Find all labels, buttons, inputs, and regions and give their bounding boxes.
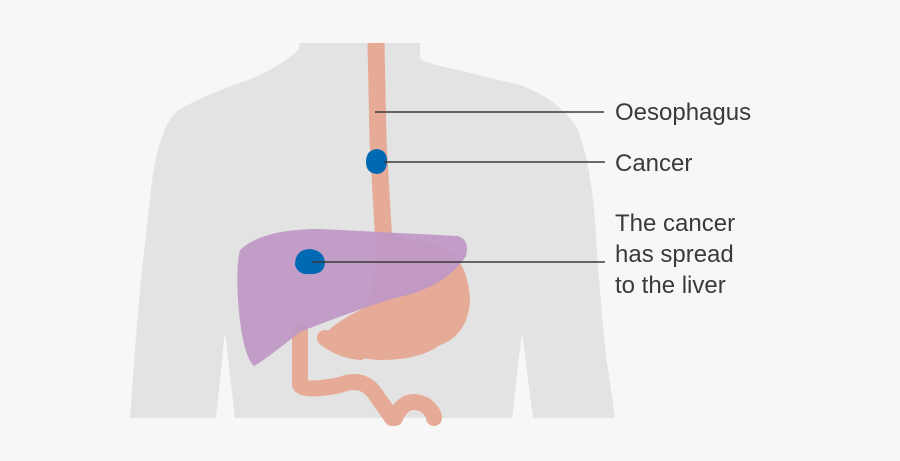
label-cancer: Cancer (615, 150, 693, 177)
cancer-liver (295, 249, 325, 275)
intestine (292, 322, 442, 426)
cancer-oesophagus (366, 149, 387, 174)
label-oesophagus: Oesophagus (615, 99, 752, 126)
oesophagus (367, 42, 393, 246)
label-spread-line-1: The cancer (615, 210, 736, 237)
label-spread-line-3: to the liver (615, 272, 726, 299)
label-spread: The cancer has spread to the liver (615, 208, 735, 301)
label-spread-line-2: has spread (615, 241, 734, 268)
liver (237, 229, 467, 366)
